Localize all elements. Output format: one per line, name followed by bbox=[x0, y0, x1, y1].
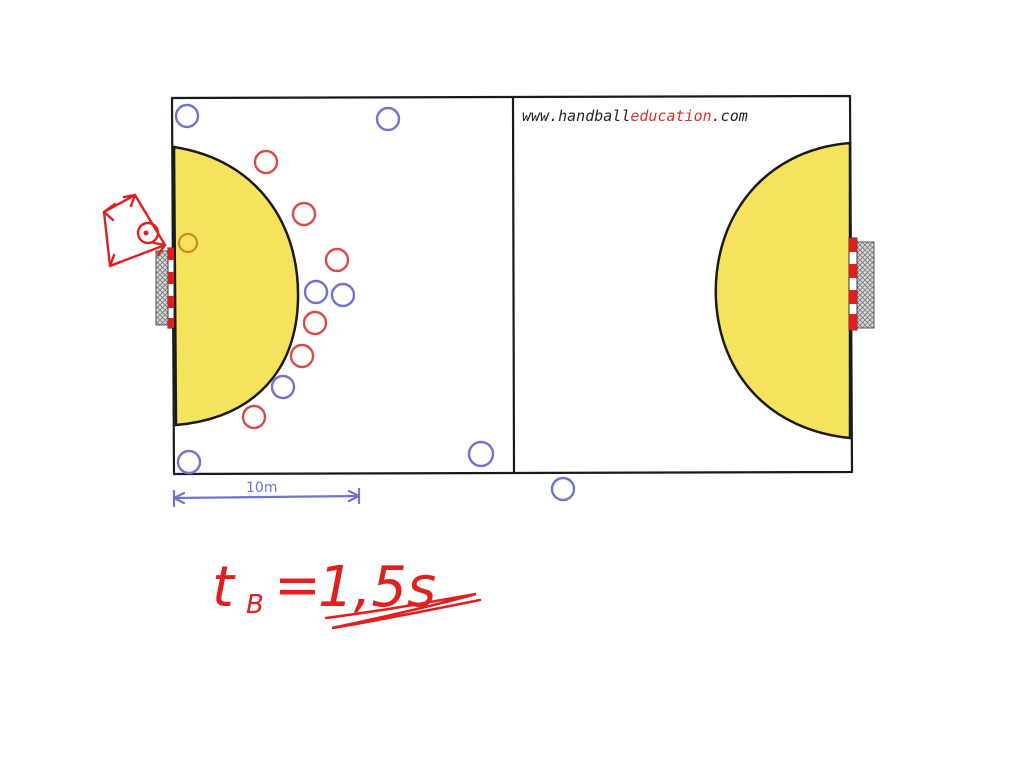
goal-area-right bbox=[714, 141, 852, 440]
goal-area-left bbox=[172, 145, 300, 427]
ball-icon bbox=[177, 232, 199, 254]
goal-net-right bbox=[855, 241, 875, 329]
attack-player bbox=[174, 103, 200, 129]
watermark-highlight: education bbox=[630, 107, 711, 125]
goalkeeper-arrow-icon bbox=[102, 193, 167, 268]
formula-symbol: t bbox=[212, 555, 236, 620]
defense-players bbox=[241, 149, 350, 430]
defense-player bbox=[324, 247, 350, 273]
dimension-label: 10m bbox=[246, 480, 277, 496]
watermark: www.handballeducation.com bbox=[522, 107, 748, 125]
attack-player bbox=[375, 106, 401, 132]
defense-player bbox=[291, 201, 317, 227]
goal-left bbox=[155, 247, 175, 329]
goal-right bbox=[848, 237, 875, 331]
formula-underline bbox=[324, 592, 482, 630]
watermark-suffix: .com bbox=[712, 107, 748, 125]
attack-player bbox=[303, 279, 329, 305]
formula: t B = 1,5s bbox=[212, 553, 482, 630]
defense-player bbox=[289, 343, 315, 369]
attack-players bbox=[174, 103, 576, 502]
attack-player bbox=[330, 282, 356, 308]
watermark-prefix: www.handball bbox=[522, 107, 630, 125]
defense-player bbox=[302, 310, 328, 336]
attack-player bbox=[467, 440, 495, 468]
center-line bbox=[511, 95, 516, 475]
attack-player bbox=[270, 374, 296, 400]
attack-player bbox=[176, 449, 202, 475]
formula-equals: = bbox=[274, 553, 321, 618]
defense-player bbox=[241, 404, 267, 430]
defense-player bbox=[253, 149, 279, 175]
formula-subscript: B bbox=[246, 590, 264, 620]
goalkeeper bbox=[136, 221, 160, 245]
attack-player bbox=[550, 476, 576, 502]
dimension-10m bbox=[172, 487, 361, 508]
